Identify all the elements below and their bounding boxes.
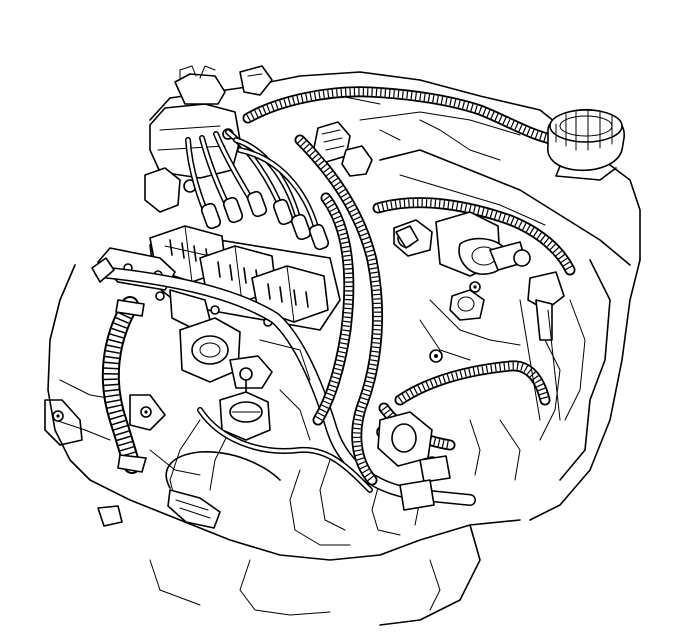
spark-plug-wires [185,129,321,238]
distributor-housing [144,65,273,213]
sensor-housing [435,211,565,421]
coolant-hose [101,296,147,474]
spark-plug-boots [200,190,330,251]
throttle-body [179,317,273,389]
reservoir-cap [547,108,625,181]
detail-lines [149,119,521,481]
wiring-harness-loom [242,86,576,486]
hose-fitting [91,225,485,321]
egr-valve [197,367,373,493]
oxygen-sensor [97,451,281,529]
